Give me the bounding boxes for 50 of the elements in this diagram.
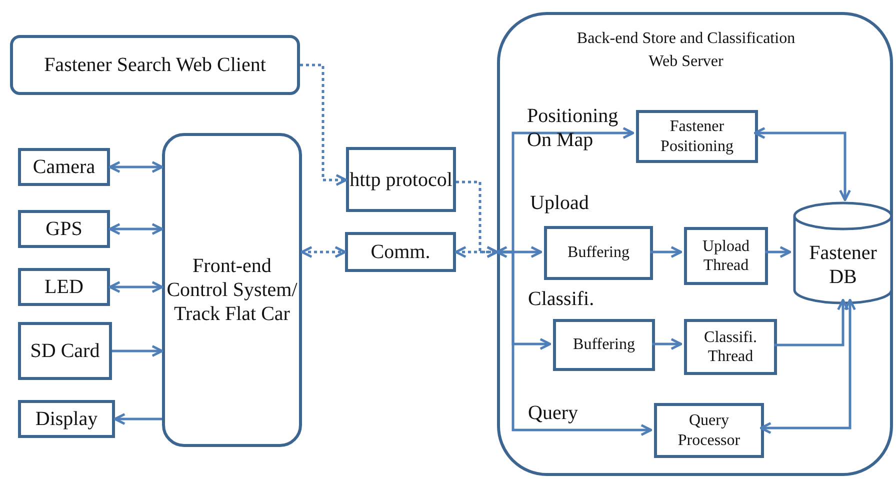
box-label: Fastener DB xyxy=(808,241,878,289)
arrow xyxy=(760,298,856,434)
control-unit-box xyxy=(162,133,302,447)
process-box xyxy=(654,403,764,458)
process-box xyxy=(345,232,456,272)
arrow xyxy=(774,298,849,346)
process-box xyxy=(684,319,777,375)
box-label: LED xyxy=(44,275,84,299)
arrow xyxy=(652,338,682,350)
box-label: Front-end Control System/ Track Flat Car xyxy=(166,254,298,326)
arrow xyxy=(300,64,348,186)
box-label: Fastener Positioning xyxy=(660,117,734,156)
edge-label: Positioning On Map xyxy=(527,104,620,152)
process-box xyxy=(544,226,653,280)
panel-title: Back-end Store and Classification Web Server xyxy=(576,29,796,72)
box-label: Fastener Search Web Client xyxy=(44,53,266,77)
box-label: Camera xyxy=(32,155,96,179)
process-box xyxy=(18,148,110,186)
process-box xyxy=(18,268,110,306)
box-label: GPS xyxy=(46,217,82,241)
box-label: Display xyxy=(35,407,98,431)
arrow xyxy=(456,180,498,258)
arrow xyxy=(765,246,792,258)
arrow xyxy=(300,246,346,258)
box-label: SD Card xyxy=(30,339,100,363)
database-cylinder xyxy=(793,203,893,303)
arrow xyxy=(108,223,164,235)
arrow xyxy=(108,161,164,173)
box-label: Comm. xyxy=(370,240,430,264)
process-box xyxy=(18,210,110,248)
arrow xyxy=(650,246,682,258)
process-box xyxy=(346,147,456,212)
process-box xyxy=(684,227,768,285)
arrow xyxy=(112,345,164,357)
box-label: Buffering xyxy=(568,243,630,263)
server-panel xyxy=(497,12,893,476)
process-box xyxy=(18,400,115,438)
arrow xyxy=(114,413,162,425)
box-label: Buffering xyxy=(573,335,635,355)
process-box xyxy=(553,319,655,371)
box-label: Query Processor xyxy=(676,411,742,450)
arrow xyxy=(496,246,542,258)
arrow xyxy=(754,127,851,202)
process-box xyxy=(18,322,112,380)
box-label: Upload Thread xyxy=(701,236,751,276)
client-box xyxy=(10,35,300,95)
arrow xyxy=(108,281,164,293)
process-box xyxy=(636,110,758,163)
box-label: Classifi. Thread xyxy=(703,328,758,366)
box-label: http protocol xyxy=(350,168,452,192)
